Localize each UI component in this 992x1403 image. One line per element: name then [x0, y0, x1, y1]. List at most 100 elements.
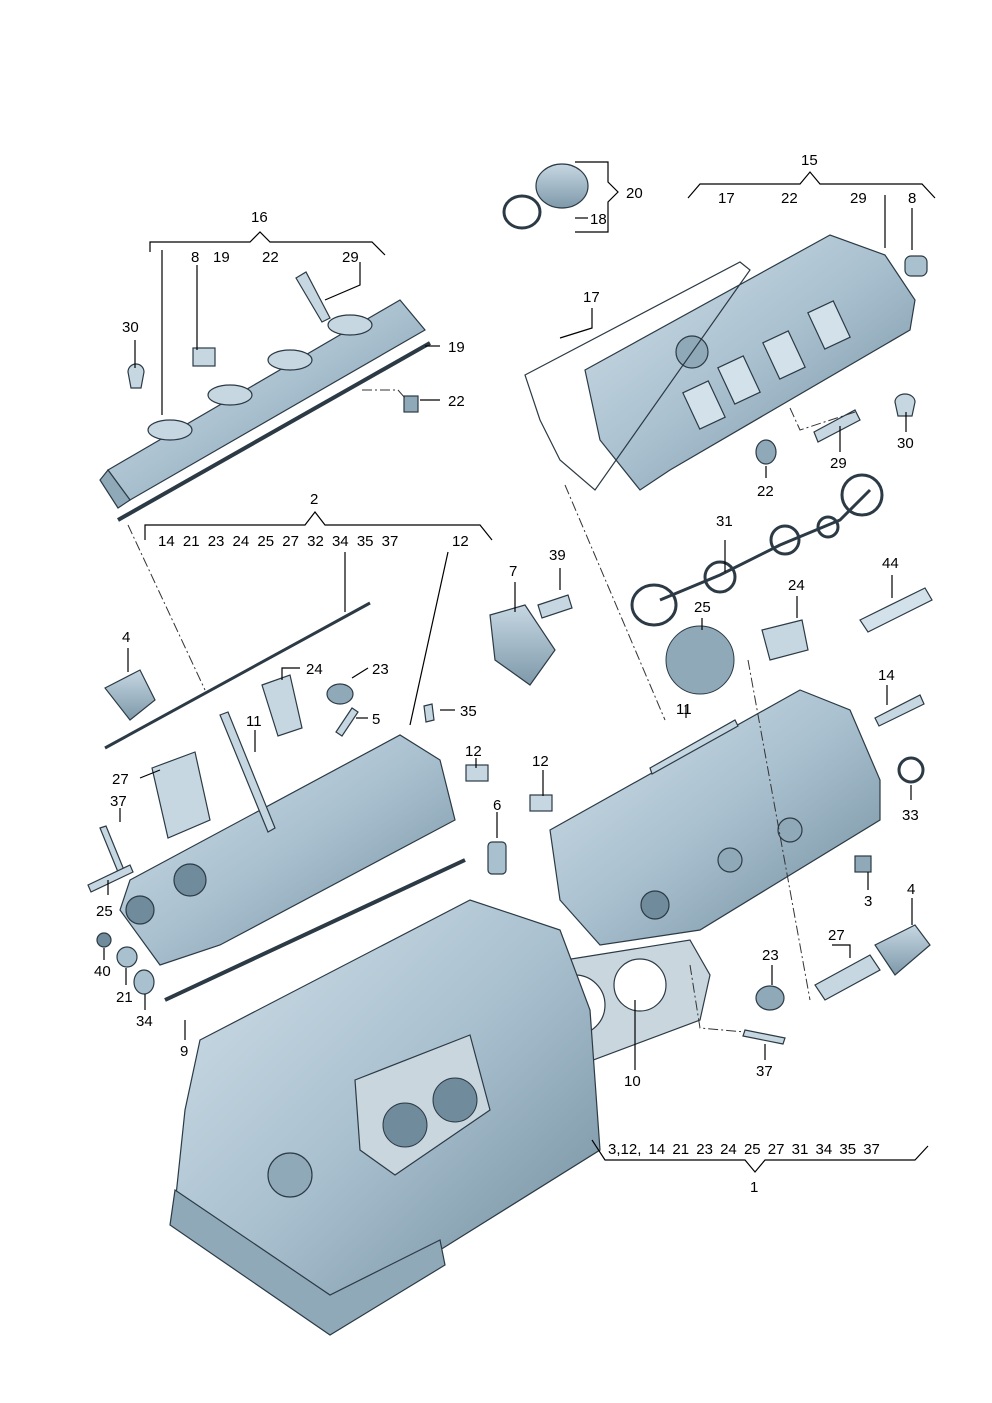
callout-16-item-1: 8: [191, 249, 199, 266]
callout-20: 20: [626, 185, 643, 202]
vacuum-seal-31: [630, 488, 872, 627]
valve-5: [335, 707, 359, 737]
tappet-24-left: [261, 674, 303, 737]
sealant-tube-44: [859, 587, 933, 633]
callout-33: 33: [902, 807, 919, 824]
callout-16-item-4: 29: [342, 249, 359, 266]
dowel-6: [487, 841, 507, 875]
callout-5: 5: [372, 711, 380, 728]
breather-30-left: [127, 363, 145, 389]
bushing-3: [854, 855, 872, 873]
callout-22-right: 22: [757, 483, 774, 500]
callout-23-left: 23: [372, 661, 389, 678]
stud-37-left: [99, 825, 125, 873]
callout-12-top: 12: [452, 533, 469, 550]
bolt-14: [874, 694, 925, 727]
callout-25-left: 25: [96, 903, 113, 920]
callout-24-right: 24: [788, 577, 805, 594]
tappet-24-right: [761, 619, 809, 661]
callout-30-left: 30: [122, 319, 139, 336]
stud-37-right: [742, 1029, 786, 1045]
callout-15-item-2: 22: [781, 190, 798, 207]
callout-24-left: 24: [306, 661, 323, 678]
callout-2-items: 14 21 23 24 25 27 32 34 35 37: [158, 533, 398, 550]
callout-22-left: 22: [448, 393, 465, 410]
grommet-8-right: [904, 255, 928, 277]
callout-12-right: 12: [532, 753, 549, 770]
nut-40: [96, 932, 112, 948]
callout-16-item-2: 19: [213, 249, 230, 266]
seal-21: [116, 946, 138, 968]
left-valve-cover: [99, 299, 426, 509]
left-cylinder-head: [119, 734, 456, 966]
callout-4-right: 4: [907, 881, 915, 898]
filler-cap: [535, 163, 589, 209]
engine-block: [169, 899, 601, 1336]
callout-7: 7: [509, 563, 517, 580]
strainer-25-right: [665, 625, 735, 695]
callout-15: 15: [801, 152, 818, 169]
callout-3: 3: [864, 893, 872, 910]
adjuster-4-right: [874, 924, 931, 976]
callout-23-right: 23: [762, 947, 779, 964]
callout-27-right: 27: [828, 927, 845, 944]
solenoid-27-left: [151, 751, 211, 839]
callout-10: 10: [624, 1073, 641, 1090]
callout-1: 1: [750, 1179, 758, 1196]
solenoid-27-right: [814, 954, 881, 1001]
callout-15-item-3: 29: [850, 190, 867, 207]
callout-31: 31: [716, 513, 733, 530]
callout-11-right: 11: [676, 701, 692, 718]
bolt-39: [537, 594, 573, 619]
seal-23-right: [755, 985, 785, 1011]
grommet-8-left: [192, 347, 216, 367]
seal-34: [133, 969, 155, 995]
callout-18: 18: [590, 211, 607, 228]
right-valve-cover: [584, 234, 916, 491]
cover-plate-7: [489, 604, 556, 686]
right-cylinder-head: [549, 689, 881, 946]
bolt-29-right: [813, 409, 861, 443]
callout-14: 14: [878, 667, 895, 684]
callout-39: 39: [549, 547, 566, 564]
pin-25-left: [87, 864, 134, 893]
callout-1-items: 3,12, 14 21 23 24 25 27 31 34 35 37: [608, 1141, 880, 1158]
callout-25-right: 25: [694, 599, 711, 616]
callout-17: 17: [583, 289, 600, 306]
clip-12-right: [529, 794, 553, 812]
seal-22-left: [403, 395, 419, 413]
callout-27-left: 27: [112, 771, 129, 788]
adjuster-4-left: [104, 669, 156, 721]
callout-9: 9: [180, 1043, 188, 1060]
callout-21: 21: [116, 989, 133, 1006]
stud-35: [423, 703, 435, 723]
callout-34: 34: [136, 1013, 153, 1030]
seal-33: [897, 756, 925, 784]
callout-40: 40: [94, 963, 111, 980]
callout-37-left: 37: [110, 793, 127, 810]
callout-35: 35: [460, 703, 477, 720]
callout-6: 6: [493, 797, 501, 814]
filler-cap-seal: [502, 194, 542, 230]
callout-2: 2: [310, 491, 318, 508]
clip-12-left: [465, 764, 489, 782]
callout-12-mid: 12: [465, 743, 482, 760]
stud-11-left: [219, 711, 276, 833]
callout-15-item-1: 17: [718, 190, 735, 207]
callout-30-right: 30: [897, 435, 914, 452]
gasket-32: [104, 601, 371, 750]
callout-8-right: 8: [908, 190, 916, 207]
callout-11-left: 11: [246, 713, 262, 730]
callout-16-item-3: 22: [262, 249, 279, 266]
callout-29-right: 29: [830, 455, 847, 472]
leader-lines: [103, 161, 936, 1173]
callout-4-left: 4: [122, 629, 130, 646]
seal-22-right: [755, 439, 777, 465]
left-head-gasket: [164, 858, 466, 1002]
callout-labels: 1 6 8 19 22 29 30 19 22 2 14 21 23 24 25 …: [94, 152, 919, 1196]
callout-37-right: 37: [756, 1063, 773, 1080]
stud-11-right: [649, 719, 739, 775]
callout-19: 19: [448, 339, 465, 356]
callout-44: 44: [882, 555, 899, 572]
